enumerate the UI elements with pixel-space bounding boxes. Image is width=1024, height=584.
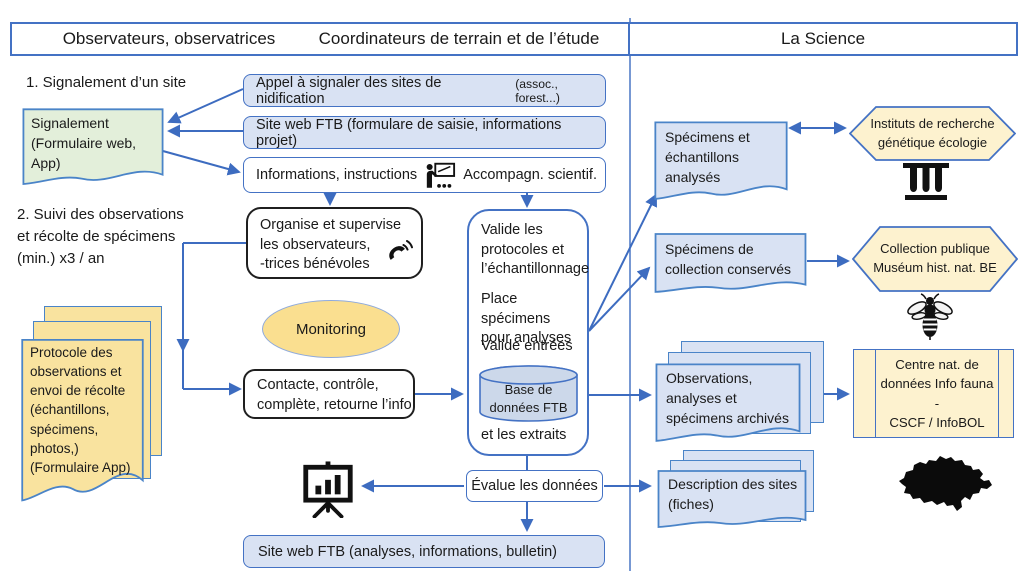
valide-box: Valide les protocoles et l’échantillonna… — [467, 209, 589, 456]
organise-box: Organise et supervise les observateurs, … — [246, 207, 423, 279]
centre-infofauna-label: Centre nat. de données Info fauna - CSCF… — [880, 357, 994, 430]
ftb-database-cylinder: Base de données FTB — [478, 364, 579, 424]
phone-icon — [383, 235, 413, 270]
appel-box-suffix: (assoc., forest...) — [515, 76, 560, 105]
specimens-analyses-label: Spécimens et échantillons analysés — [665, 129, 750, 185]
header-science-title: La Science — [780, 29, 866, 48]
instituts-hexagon-label: Instituts de recherche génétique écologi… — [870, 115, 995, 150]
protocole-document-label: Protocole des observations et envoi de r… — [30, 345, 131, 475]
valide-box-p2: Place spécimens pour analyses — [481, 291, 572, 347]
observations-document-label: Observations, analyses et spécimens arch… — [666, 370, 789, 426]
valide-box-p4: et les extraits — [481, 427, 567, 443]
signalement-document: Signalement (Formulaire web, App) — [22, 108, 164, 188]
organise-box-label: Organise et supervise les observateurs, … — [260, 217, 402, 273]
observations-document: Observations, analyses et spécimens arch… — [655, 363, 801, 445]
contacte-box: Contacte, contrôle, complète, retourne l… — [243, 369, 415, 419]
header-left-band: Observateurs, observatrices Coordinateur… — [10, 22, 630, 56]
evalue-box-label: Évalue les données — [471, 478, 598, 494]
step1-label: 1. Signalement d’un site — [26, 74, 187, 91]
siteweb-box-label: Site web FTB (formulare de saisie, infor… — [256, 116, 562, 149]
header-observers-title: Observateurs, observatrices — [62, 29, 276, 48]
signalement-document-label: Signalement (Formulaire web, App) — [31, 115, 137, 171]
flipchart-icon — [299, 461, 357, 523]
test-tubes-icon — [903, 161, 949, 206]
centre-infofauna-box: Centre nat. de données Info fauna - CSCF… — [853, 349, 1014, 438]
header-science-band: La Science — [628, 22, 1018, 56]
valide-box-p1: Valide les protocoles et l’échantillonna… — [481, 222, 590, 278]
training-icon — [424, 162, 456, 189]
collection-hexagon-label: Collection publique Muséum hist. nat. BE — [873, 241, 997, 275]
siteweb-bottom-box: Site web FTB (analyses, informations, bu… — [243, 535, 605, 568]
informations-box-label: Informations, instructions — [256, 167, 418, 183]
siteweb-box: Site web FTB (formulare de saisie, infor… — [243, 116, 606, 149]
informations-box-label2: Accompagn. scientif. — [463, 167, 597, 183]
valide-box-p3: Valide entrées — [481, 338, 573, 354]
monitoring-ellipse: Monitoring — [262, 300, 400, 358]
informations-box: Informations, instructions Accompagn. sc… — [243, 157, 606, 193]
switzerland-map-icon — [888, 441, 1010, 520]
centre-box-right-rule — [998, 350, 999, 437]
header-coordinators-title: Coordinateurs de terrain et de l’étude — [318, 29, 600, 48]
protocole-document: Protocole des observations et envoi de r… — [21, 337, 144, 509]
step2-label: 2. Suivi des observations et récolte de … — [17, 206, 184, 267]
bee-icon — [906, 293, 954, 346]
ftb-database-label: Base de données FTB — [489, 382, 568, 416]
appel-box: Appel à signaler des sites de nidificati… — [243, 74, 606, 107]
appel-box-label: Appel à signaler des sites de nidificati… — [256, 74, 442, 107]
description-document: Description des sites (fiches) — [657, 470, 807, 530]
evalue-box: Évalue les données — [466, 470, 603, 502]
collection-hexagon: Collection publique Muséum hist. nat. BE — [851, 226, 1019, 292]
instituts-hexagon: Instituts de recherche génétique écologi… — [848, 106, 1017, 161]
contacte-box-label: Contacte, contrôle, complète, retourne l… — [257, 377, 412, 413]
monitoring-label: Monitoring — [295, 320, 367, 338]
specimens-analyses-document: Spécimens et échantillons analysés — [654, 121, 788, 203]
specimens-collection-document: Spécimens de collection conservés — [654, 233, 807, 295]
specimens-collection-label: Spécimens de collection conservés — [665, 241, 792, 277]
description-document-label: Description des sites (fiches) — [668, 476, 798, 512]
centre-box-left-rule — [875, 350, 876, 437]
siteweb-bottom-label: Site web FTB (analyses, informations, bu… — [258, 543, 557, 560]
